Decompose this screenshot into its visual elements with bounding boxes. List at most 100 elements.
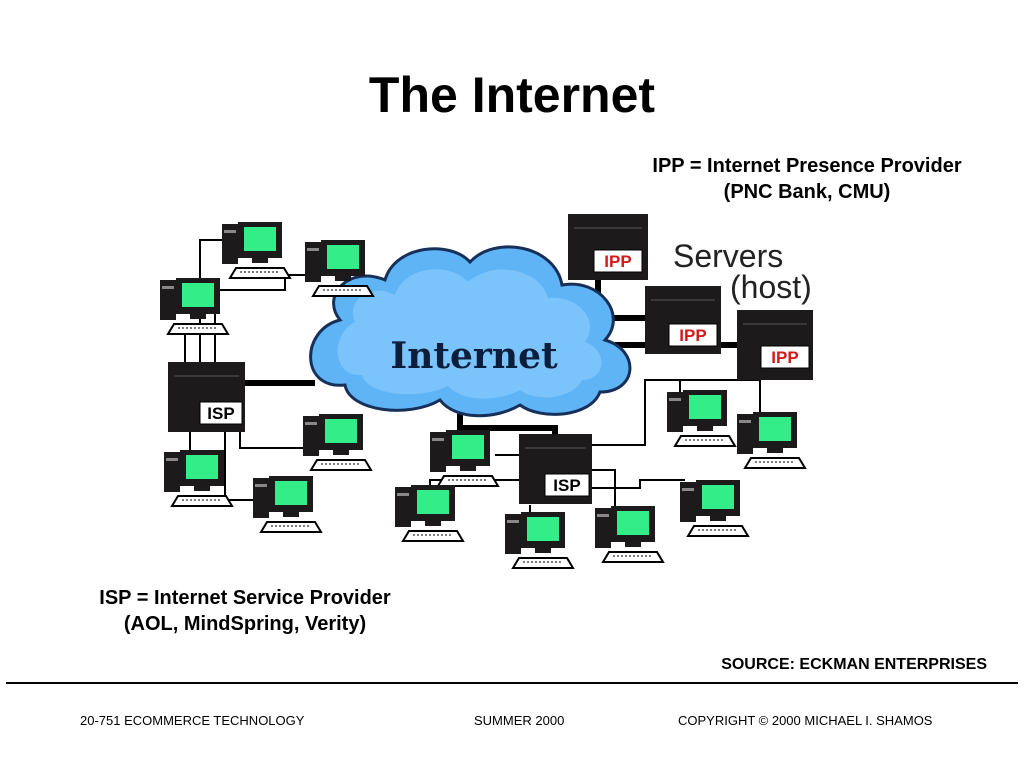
computer-case — [303, 416, 319, 456]
ipp-badge: IPP — [679, 326, 706, 345]
isp-tower-2: ISP — [519, 434, 592, 504]
isp-badge: ISP — [553, 476, 580, 495]
monitor-screen — [186, 455, 218, 479]
computer-drive — [507, 520, 519, 523]
monitor-screen — [617, 511, 649, 535]
monitor-screen — [327, 245, 359, 269]
computer-case — [505, 514, 521, 554]
monitor-screen — [417, 490, 449, 514]
monitor-stand — [460, 466, 476, 471]
computer-drive — [669, 398, 681, 401]
monitor-stand — [333, 450, 349, 455]
monitor-stand — [335, 276, 351, 281]
monitor-screen — [244, 227, 276, 251]
ipp-caption-line-1: IPP = Internet Presence Provider — [652, 155, 962, 177]
keyboard — [673, 435, 737, 447]
computer-case — [680, 482, 696, 522]
ipp-badge: IPP — [771, 348, 798, 367]
ipp-server-1: IPP — [568, 214, 648, 280]
monitor-stand — [535, 548, 551, 553]
isp-badge-box — [199, 401, 243, 425]
monitor-screen — [275, 481, 307, 505]
computer-case — [305, 242, 321, 282]
client-computer — [595, 506, 665, 563]
keyboard — [601, 551, 665, 563]
link-isp1-pc4 — [239, 420, 305, 449]
computer-drive — [305, 422, 317, 425]
monitor-stand — [697, 426, 713, 431]
isp-caption-line-2: (AOL, MindSpring, Verity) — [123, 613, 367, 635]
client-computer — [395, 485, 465, 542]
source-credit: SOURCE: ECKMAN ENTERPRISES — [721, 656, 987, 673]
monitor-screen — [702, 485, 734, 509]
client-computer — [667, 390, 737, 447]
keyboard — [511, 557, 575, 569]
computer-drive — [255, 484, 267, 487]
keyboard — [309, 459, 373, 471]
keyboard — [436, 475, 500, 487]
ipp-badge: IPP — [604, 252, 631, 271]
computer-case — [667, 392, 683, 432]
monitor-screen — [759, 417, 791, 441]
computer-drive — [307, 248, 319, 251]
footer-divider — [6, 682, 1018, 684]
keyboard — [743, 457, 807, 469]
ipp-badge-box — [668, 323, 718, 347]
footer-course: 20-751 ECOMMERCE TECHNOLOGY — [80, 713, 305, 728]
link-isp2-pc5 — [592, 479, 685, 489]
computer-drive — [682, 488, 694, 491]
computer-case — [430, 432, 446, 472]
computer-case — [253, 478, 269, 518]
ipp-badge-box — [760, 345, 810, 369]
monitor-stand — [425, 521, 441, 526]
isp-tower-1: ISP — [168, 362, 245, 432]
keyboard — [166, 323, 230, 335]
isp-badge: ISP — [207, 404, 234, 423]
servers-label: Servers — [673, 238, 783, 274]
computer-drive — [224, 230, 236, 233]
monitor-stand — [625, 542, 641, 547]
keyboard — [686, 525, 750, 537]
ipp-server-3: IPP — [737, 310, 813, 380]
ipp-caption-line-2: (PNC Bank, CMU) — [723, 181, 891, 203]
monitor-stand — [710, 516, 726, 521]
computer-case — [395, 487, 411, 527]
monitor-screen — [527, 517, 559, 541]
isp-caption-line-1: ISP = Internet Service Provider — [99, 587, 391, 609]
slide-title: The Internet — [368, 67, 656, 123]
monitor-stand — [252, 258, 268, 263]
keyboard — [259, 521, 323, 533]
monitor-screen — [325, 419, 357, 443]
computer-drive — [166, 458, 178, 461]
ipp-caption: IPP = Internet Presence Provider (PNC Ba… — [612, 153, 1002, 205]
keyboard — [401, 530, 465, 542]
computer-drive — [739, 420, 751, 423]
computer-case — [737, 414, 753, 454]
keyboard — [170, 495, 234, 507]
client-computer — [680, 480, 750, 537]
client-computer — [305, 240, 375, 297]
monitor-screen — [452, 435, 484, 459]
computer-case — [160, 280, 176, 320]
cloud-label: Internet — [390, 335, 558, 377]
monitor-stand — [194, 486, 210, 491]
client-computer — [164, 450, 234, 507]
client-computer — [737, 412, 807, 469]
client-computer — [253, 476, 323, 533]
ipp-badge-box — [593, 249, 643, 273]
isp-caption: ISP = Internet Service Provider (AOL, Mi… — [60, 585, 430, 637]
client-computer — [160, 278, 230, 335]
computer-case — [222, 224, 238, 264]
monitor-stand — [767, 448, 783, 453]
computer-drive — [432, 438, 444, 441]
computer-drive — [397, 493, 409, 496]
client-computer — [505, 512, 575, 569]
client-computer — [222, 222, 292, 279]
ipp-server-2: IPP — [645, 286, 721, 354]
computer-case — [595, 508, 611, 548]
monitor-screen — [182, 283, 214, 307]
link-isp2-pc6 — [592, 379, 681, 446]
computer-case — [164, 452, 180, 492]
cloud-highlight — [337, 269, 602, 399]
